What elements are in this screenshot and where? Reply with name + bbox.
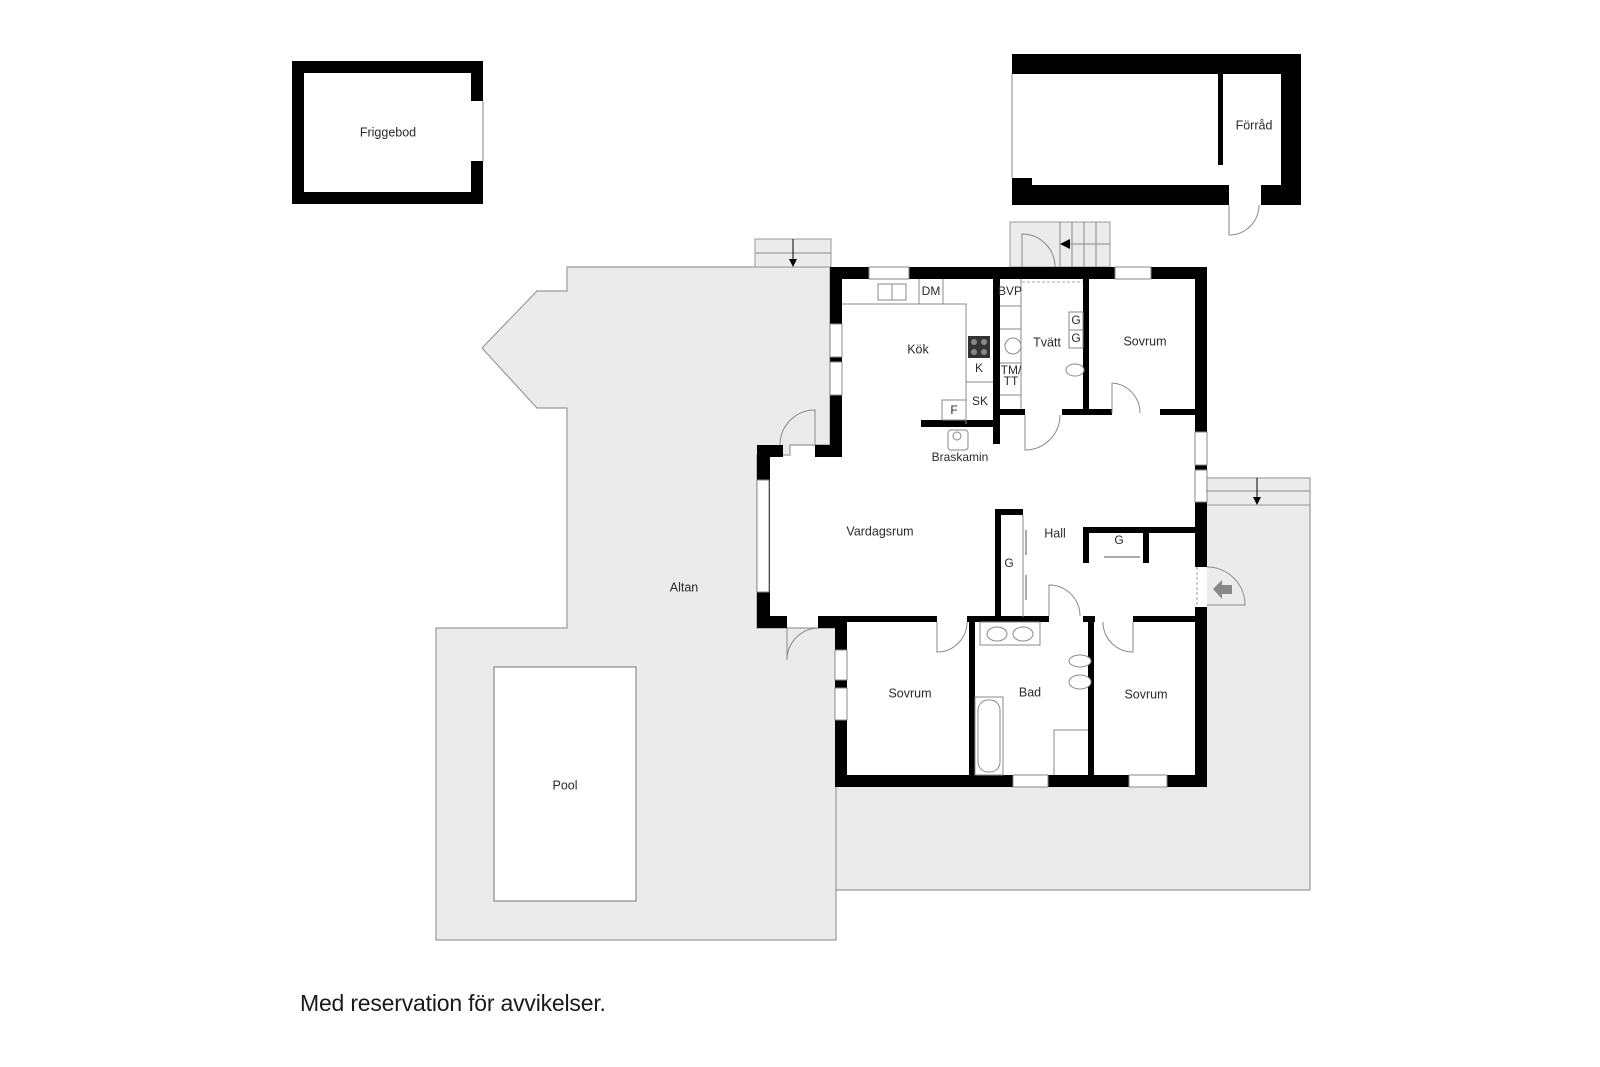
arrow-down-icon [1253, 497, 1261, 505]
fixture-label-braskamin: Braskamin [932, 450, 989, 464]
room-label-altan: Altan [670, 580, 699, 594]
fixture-label-f: F [950, 403, 957, 417]
fixture-label-g-hall: G [1004, 556, 1013, 570]
room-label-pool: Pool [552, 778, 577, 792]
fixture-label-g2: G [1071, 331, 1080, 345]
fixture-label-bvp: BVP [998, 284, 1022, 298]
room-label-bad: Bad [1019, 685, 1041, 699]
room-label-sovrum-ne: Sovrum [1123, 334, 1166, 348]
room-label-friggebod: Friggebod [360, 125, 416, 139]
fixture-label-sk: SK [972, 394, 988, 408]
room-label-forrad: Förråd [1236, 118, 1273, 132]
fixture-label-tt: TT [1004, 374, 1019, 388]
hall-closets [1022, 515, 1140, 617]
disclaimer-text: Med reservation för avvikelser. [300, 990, 606, 1016]
windows [756, 266, 1208, 788]
fixture-label-g1: G [1071, 313, 1080, 327]
friggebod [292, 61, 484, 204]
fixture-label-tm: TM/ [1001, 363, 1022, 377]
room-label-hall: Hall [1044, 526, 1066, 540]
room-label-sovrum-sw: Sovrum [888, 686, 931, 700]
fixture-label-g-closet: G [1114, 533, 1123, 547]
entrance-arrow-icon [1213, 580, 1232, 599]
forrad-building [1011, 54, 1301, 236]
altan-steps [754, 238, 832, 268]
bathroom-fixtures [974, 621, 1092, 776]
arrow-down-icon [789, 259, 797, 267]
arrow-left-icon [1060, 239, 1070, 249]
room-label-vardagsrum: Vardagsrum [846, 524, 913, 538]
fixture-label-k: K [975, 361, 983, 375]
doors [779, 382, 1246, 661]
fixture-label-dm: DM [922, 284, 941, 298]
room-label-tvatt: Tvätt [1033, 335, 1061, 349]
pool [493, 666, 637, 902]
kitchen-fixtures [842, 279, 993, 451]
entrance-steps [1204, 477, 1311, 506]
back-steps [1009, 221, 1111, 268]
room-label-sovrum-se: Sovrum [1124, 687, 1167, 701]
room-label-kok: Kök [907, 342, 929, 356]
laundry-fixtures [1000, 279, 1085, 409]
